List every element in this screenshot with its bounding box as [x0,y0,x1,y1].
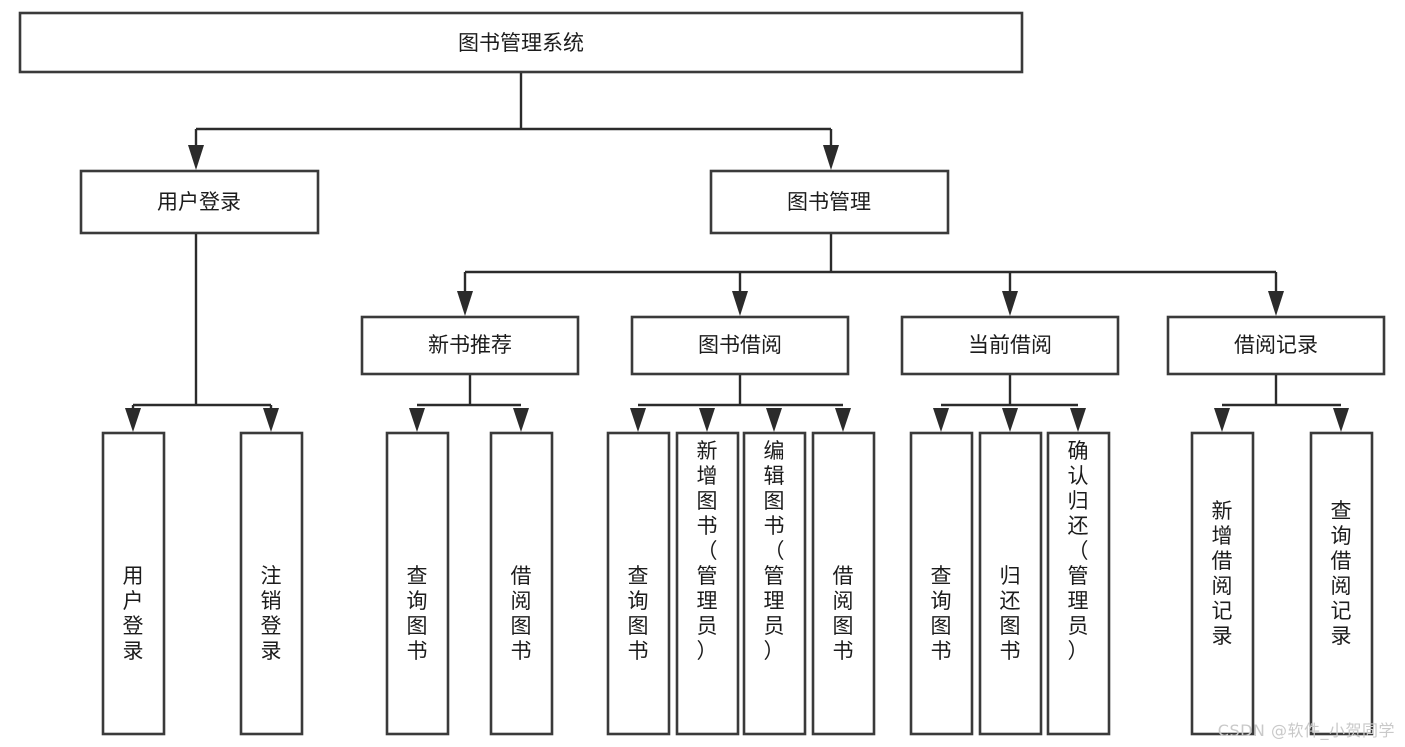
node-current-borrow-box[interactable] [900,315,1120,376]
node-leaf-confirm-return[interactable]: 确认归还（管理员） [1046,431,1111,736]
node-book-borrow-box[interactable] [630,315,850,376]
node-user-login[interactable]: 用户登录 [79,169,320,235]
node-leaf-query-record[interactable]: 查询借阅记录 [1309,431,1374,736]
node-root[interactable]: 图书管理系统 [18,11,1024,74]
node-leaf-return-book-label: 归还图书 [1000,564,1021,663]
node-leaf-user-login-label: 用户登录 [123,564,144,663]
arrow-head-book-borrow [732,291,748,316]
arrow-head-leaf-confirm-return [1070,408,1086,432]
arrow-head-leaf-query-book-2 [630,408,646,432]
node-leaf-add-book[interactable]: 新增图书（管理员） [675,431,740,736]
node-user-login-box[interactable] [79,169,320,235]
node-leaf-borrow-book-2-box[interactable] [811,431,876,736]
node-leaf-user-login[interactable]: 用户登录 [101,431,166,736]
node-book-borrow[interactable]: 图书借阅 [630,315,850,376]
node-leaf-confirm-return-label: 确认归还（管理员） [1068,439,1089,663]
node-borrow-record-box[interactable] [1166,315,1386,376]
node-leaf-logout-box[interactable] [239,431,304,736]
arrow-head-leaf-query-book-3 [933,408,949,432]
node-new-book-recommend-label: 新书推荐 [428,333,512,357]
arrow-head-leaf-edit-book [766,408,782,432]
csdn-watermark: CSDN @软件_小贺同学 [1217,721,1395,740]
node-leaf-query-record-label: 查询借阅记录 [1331,499,1352,648]
node-leaf-query-book-3-box[interactable] [909,431,974,736]
node-leaf-return-book-box[interactable] [978,431,1043,736]
arrow-head-current-borrow [1002,291,1018,316]
node-leaf-query-book-2[interactable]: 查询图书 [606,431,671,736]
connector-layer [125,72,1349,432]
node-leaf-query-book-1-box[interactable] [385,431,450,736]
node-new-book-recommend[interactable]: 新书推荐 [360,315,580,376]
node-borrow-record[interactable]: 借阅记录 [1166,315,1386,376]
node-leaf-edit-book-box[interactable] [742,431,807,736]
node-root-label: 图书管理系统 [458,31,584,55]
node-leaf-confirm-return-box[interactable] [1046,431,1111,736]
node-leaf-borrow-book-1-label: 借阅图书 [511,564,532,663]
arrow-head-leaf-add-record [1214,408,1230,432]
node-leaf-query-book-2-label: 查询图书 [628,564,649,663]
node-book-management[interactable]: 图书管理 [709,169,950,235]
node-leaf-query-book-1-label: 查询图书 [407,564,428,663]
node-book-management-box[interactable] [709,169,950,235]
node-leaf-add-book-label: 新增图书（管理员） [697,439,718,663]
arrow-head-leaf-borrow-book-2 [835,408,851,432]
node-leaf-add-record-label: 新增借阅记录 [1212,499,1233,648]
node-leaf-edit-book-label: 编辑图书（管理员） [764,439,785,663]
arrow-head-leaf-query-record [1333,408,1349,432]
node-root-box[interactable] [18,11,1024,74]
node-leaf-add-book-box[interactable] [675,431,740,736]
node-current-borrow-label: 当前借阅 [968,333,1052,357]
node-book-management-label: 图书管理 [787,190,871,214]
node-user-login-label: 用户登录 [157,190,241,214]
node-leaf-borrow-book-1[interactable]: 借阅图书 [489,431,554,736]
node-leaf-query-record-box[interactable] [1309,431,1374,736]
node-leaf-logout-label: 注销登录 [261,564,282,663]
arrow-head-borrow-record [1268,291,1284,316]
node-leaf-user-login-box[interactable] [101,431,166,736]
arrow-head-leaf-return-book [1002,408,1018,432]
arrow-head-leaf-borrow-book-1 [513,408,529,432]
node-leaf-query-book-1[interactable]: 查询图书 [385,431,450,736]
arrow-head-leaf-add-book [699,408,715,432]
node-leaf-borrow-book-2[interactable]: 借阅图书 [811,431,876,736]
node-book-borrow-label: 图书借阅 [698,333,782,357]
arrow-head-user-login [188,145,204,170]
node-leaf-add-record[interactable]: 新增借阅记录 [1190,431,1255,736]
node-leaf-logout[interactable]: 注销登录 [239,431,304,736]
node-leaf-query-book-2-box[interactable] [606,431,671,736]
arrow-head-leaf-logout [263,408,279,432]
node-leaf-query-book-3-label: 查询图书 [931,564,952,663]
arrow-head-leaf-user-login [125,408,141,432]
node-leaf-edit-book[interactable]: 编辑图书（管理员） [742,431,807,736]
arrow-head-leaf-query-book-1 [409,408,425,432]
arrow-head-new-book [457,291,473,316]
node-current-borrow[interactable]: 当前借阅 [900,315,1120,376]
node-new-book-recommend-box[interactable] [360,315,580,376]
arrow-head-book-management [823,145,839,170]
node-leaf-return-book[interactable]: 归还图书 [978,431,1043,736]
node-leaf-borrow-book-2-label: 借阅图书 [833,564,854,663]
node-leaf-query-book-3[interactable]: 查询图书 [909,431,974,736]
node-leaf-add-record-box[interactable] [1190,431,1255,736]
node-leaf-borrow-book-1-box[interactable] [489,431,554,736]
node-borrow-record-label: 借阅记录 [1234,333,1318,357]
